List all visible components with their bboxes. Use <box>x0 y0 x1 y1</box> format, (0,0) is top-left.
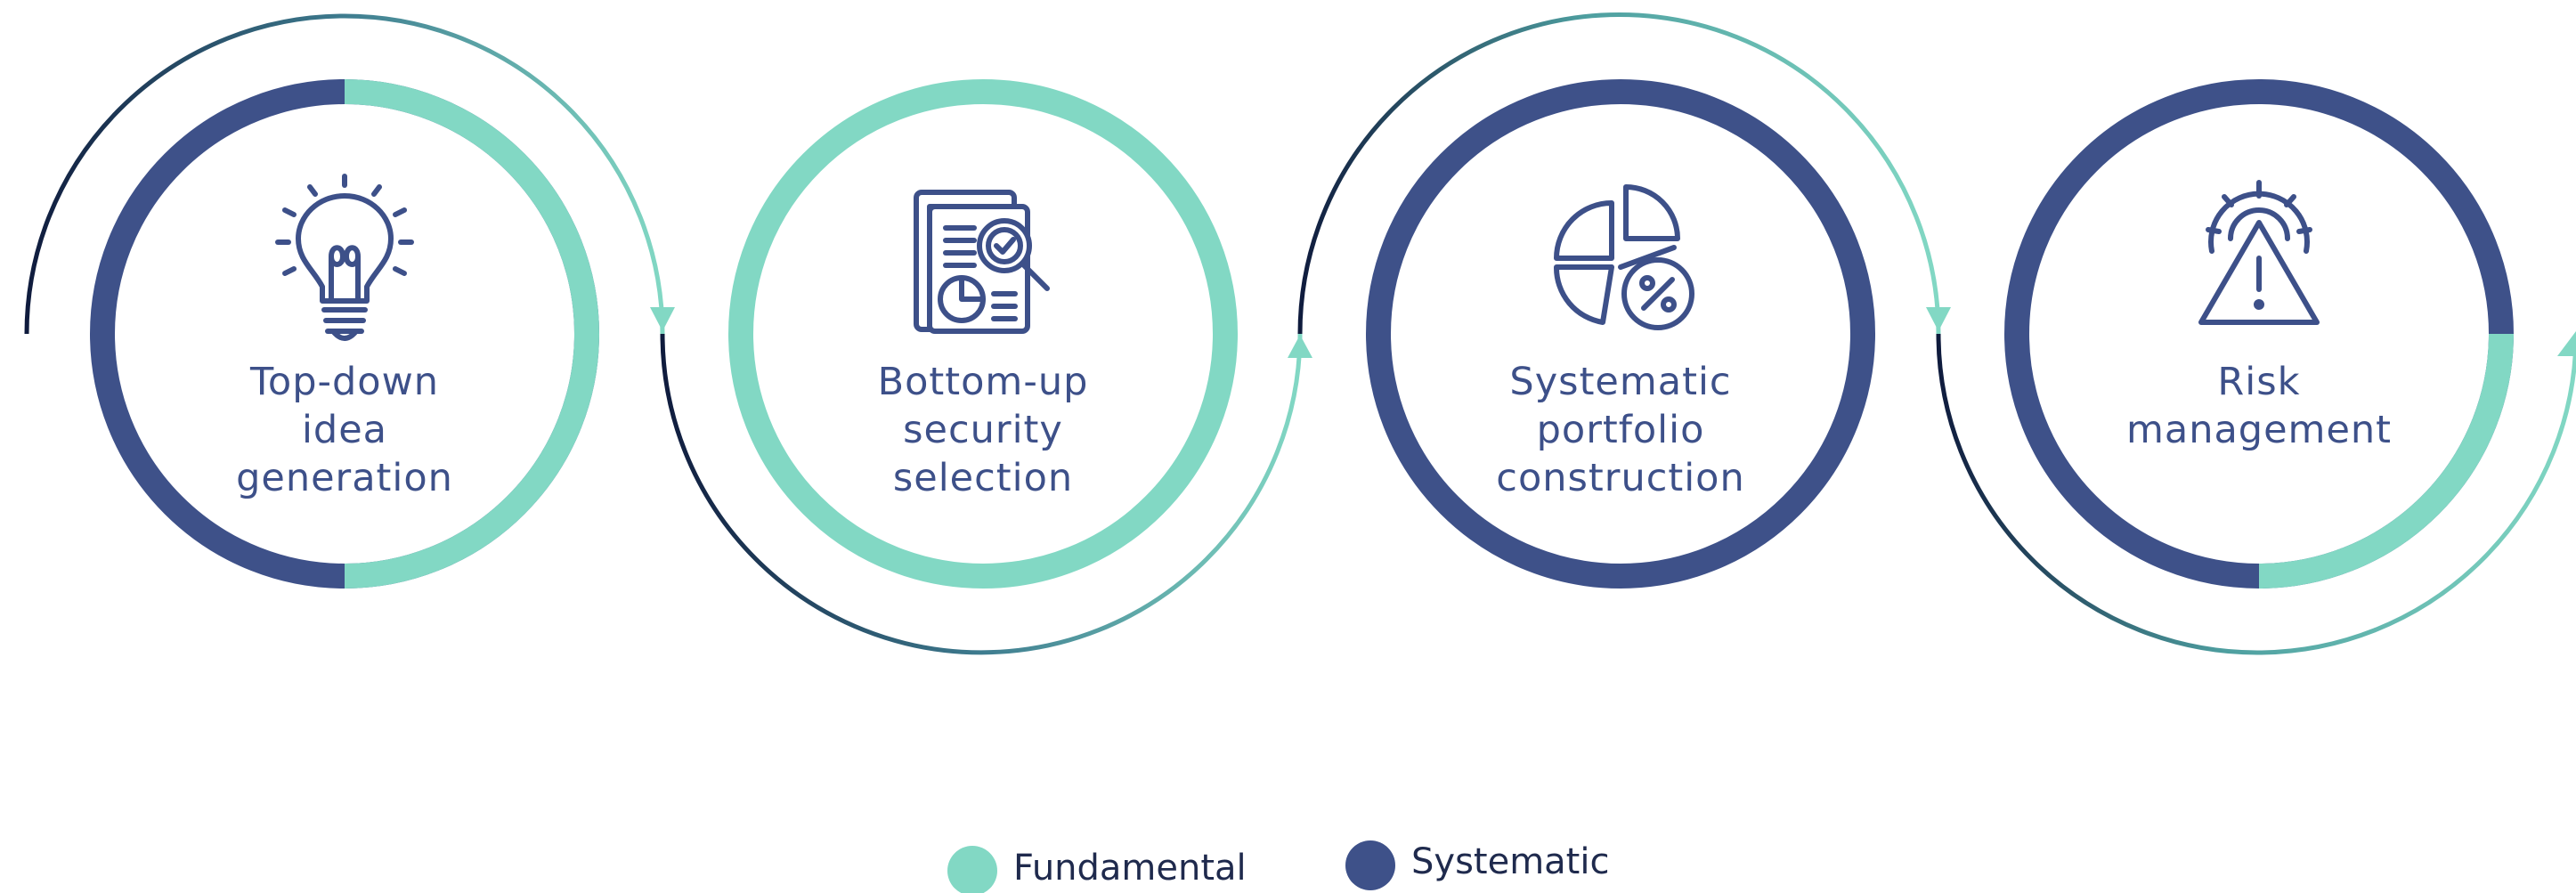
label-line: Systematic <box>1509 360 1732 404</box>
legend-dot-systematic <box>1345 840 1395 890</box>
label-line: management <box>2125 408 2393 452</box>
ring-fundamental-segment <box>344 79 599 589</box>
pie-chart-percent-icon <box>1553 184 1694 330</box>
lightbulb-icon <box>275 174 414 341</box>
flow-connector-4 <box>1936 333 2576 655</box>
step-label-top-down: Top-down idea generation <box>122 358 567 502</box>
label-line: Bottom-up <box>877 360 1089 404</box>
ring-base <box>1366 79 1875 589</box>
legend-label: Systematic <box>1411 841 1610 882</box>
label-line: Top-down <box>249 360 440 404</box>
gear-warning-icon <box>2198 180 2320 325</box>
flow-connectors <box>24 12 2576 655</box>
arrow-head-up-4 <box>2557 331 2576 356</box>
step-ring-4 <box>2004 79 2514 589</box>
step-ring-3 <box>1366 79 1875 589</box>
flow-connector-3 <box>1297 12 1941 335</box>
legend-item-systematic: Systematic <box>1411 841 1609 882</box>
arrow-head-down-1 <box>650 307 675 331</box>
label-line: generation <box>236 456 453 500</box>
step-ring-2 <box>728 79 1238 589</box>
arrow-head-down-3 <box>1926 307 1951 331</box>
label-line: idea <box>301 408 388 452</box>
label-line: Risk <box>2217 360 2301 404</box>
label-line: security <box>903 408 1063 452</box>
document-search-icon <box>914 190 1050 334</box>
legend-dot-fundamental <box>947 846 997 893</box>
arrow-head-up-2 <box>1288 335 1312 358</box>
ring-fundamental-segment <box>2258 333 2514 589</box>
step-label-bottom-up: Bottom-up security selection <box>760 358 1206 502</box>
label-line: portfolio <box>1536 408 1705 452</box>
step-label-systematic-portfolio: Systematic portfolio construction <box>1398 358 1843 502</box>
ring-base <box>728 79 1238 589</box>
label-line: construction <box>1496 456 1745 500</box>
label-line: selection <box>892 456 1074 500</box>
step-label-risk-management: Risk management <box>2036 358 2482 454</box>
legend-label: Fundamental <box>1013 848 1247 889</box>
step-ring-1 <box>90 79 599 589</box>
flow-connector-1 <box>24 13 665 335</box>
legend-item-fundamental: Fundamental <box>1013 848 1247 889</box>
flow-connector-2 <box>660 333 1303 655</box>
